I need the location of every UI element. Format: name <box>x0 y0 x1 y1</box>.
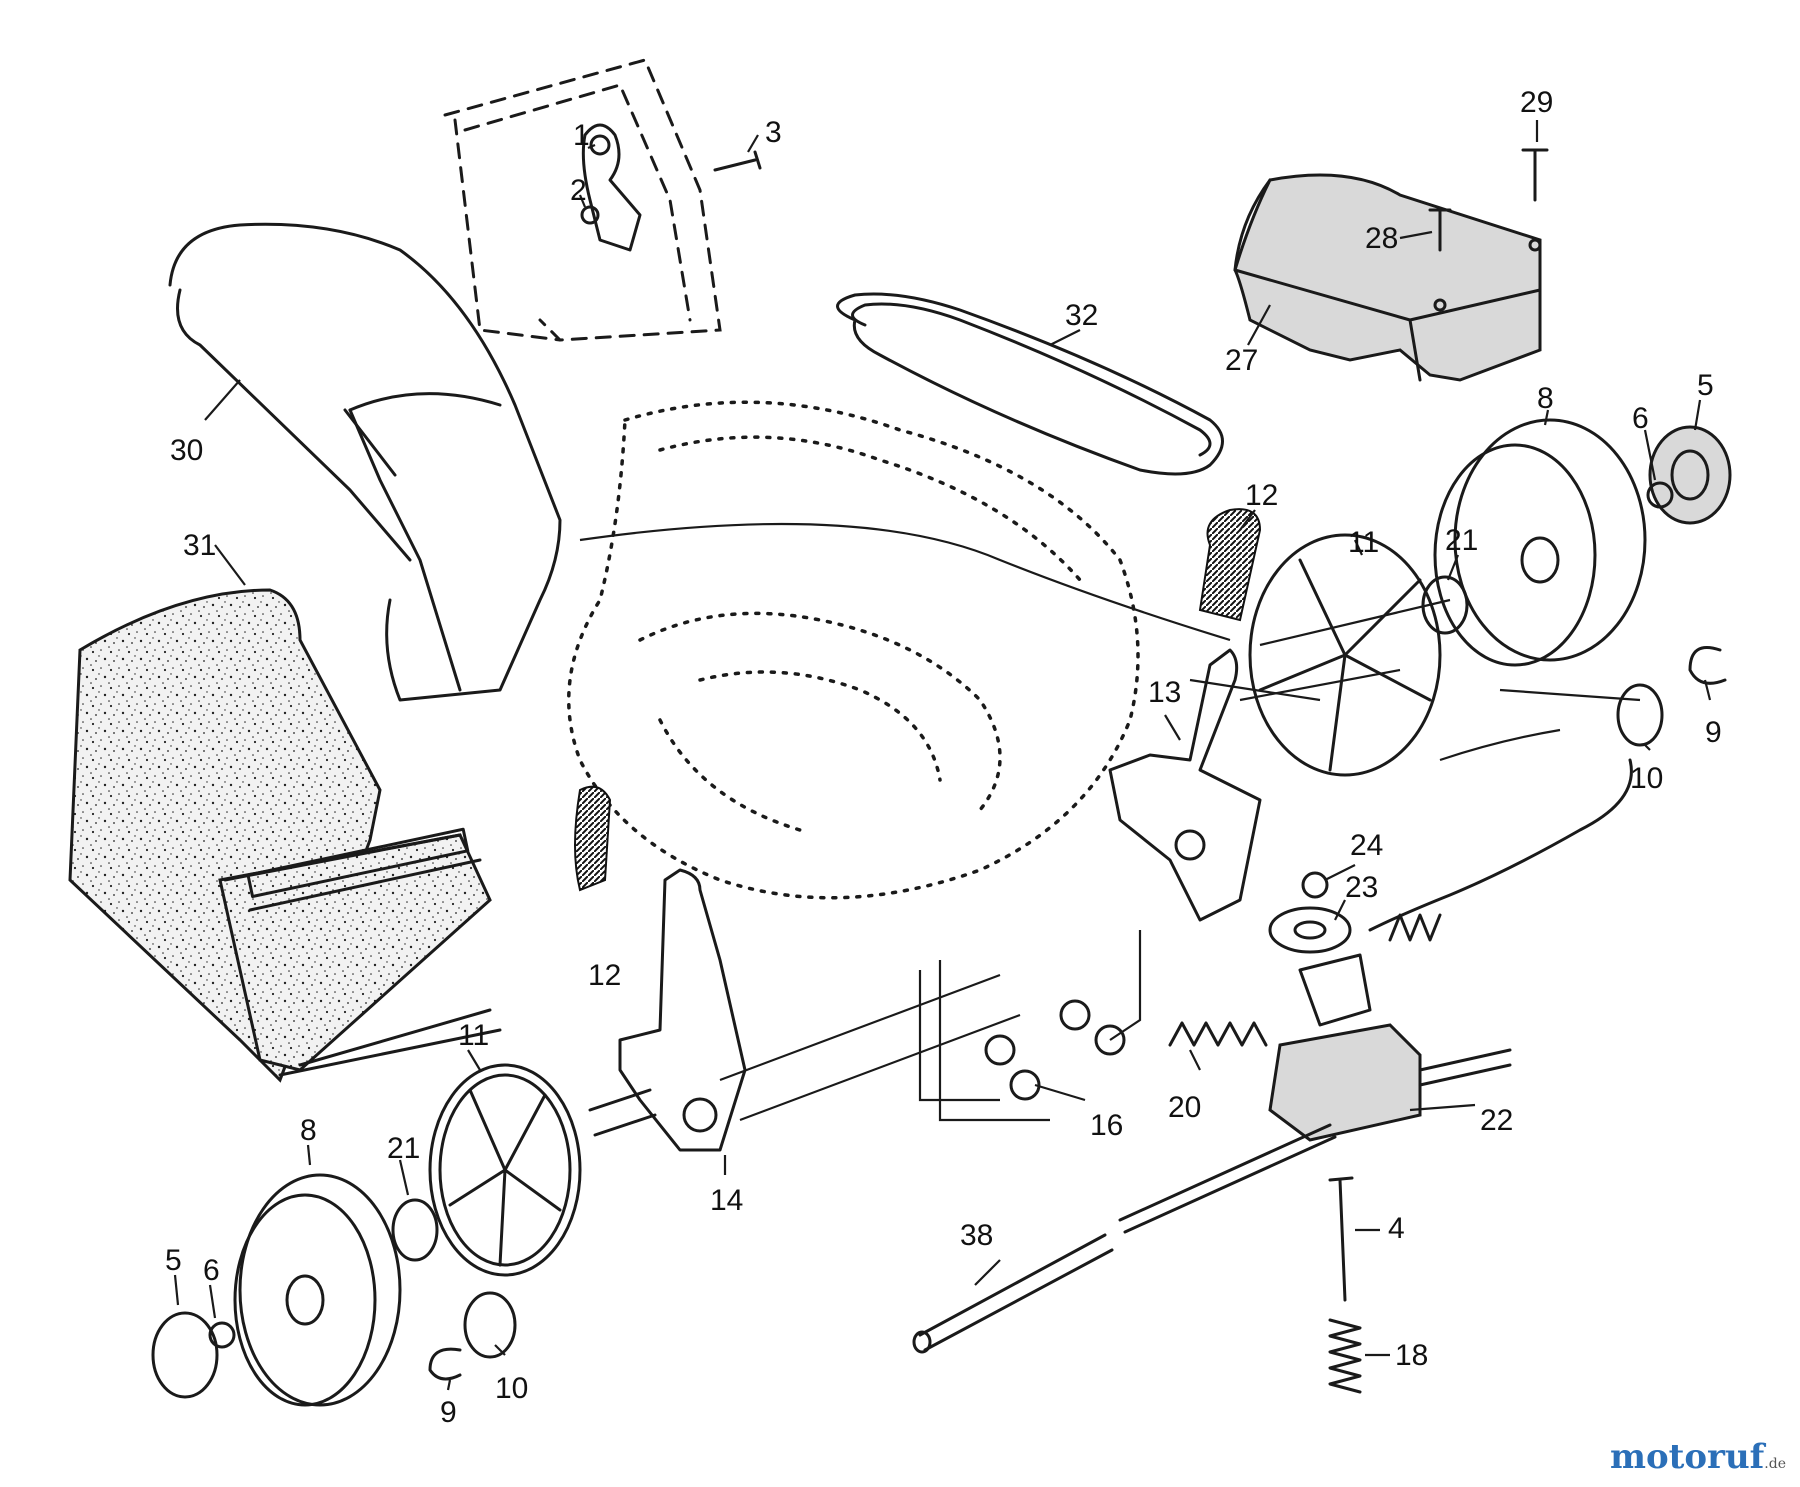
callout-32: 32 <box>1065 299 1098 332</box>
callout-27: 27 <box>1225 344 1258 377</box>
callout-12-left: 12 <box>588 959 621 992</box>
part-9-clip-right <box>1688 646 1727 685</box>
part-21-washer-left <box>391 1198 439 1262</box>
callout-8-right: 8 <box>1537 382 1554 415</box>
part-29-screw <box>1521 148 1549 252</box>
brand-watermark: motoruf.de <box>1610 1437 1786 1477</box>
part-27-belt-cover <box>1233 173 1542 382</box>
part-22-gearbox <box>1268 953 1512 1142</box>
callout-5-right: 5 <box>1697 369 1714 402</box>
part-31-grass-bag <box>68 588 502 1083</box>
part-12-pad-left <box>574 785 612 892</box>
part-23-pulley <box>1268 906 1352 954</box>
assembly-lines <box>579 522 1641 1122</box>
part-14-bracket-left <box>588 868 747 1152</box>
part-6-nut-right <box>1646 481 1674 509</box>
callout-2: 2 <box>570 174 587 207</box>
callout-1: 1 <box>573 119 590 152</box>
callout-31: 31 <box>183 529 216 562</box>
callout-24: 24 <box>1350 829 1383 862</box>
callout-9-right: 9 <box>1705 716 1722 749</box>
part-axle <box>1118 1123 1337 1234</box>
callout-23: 23 <box>1345 871 1378 904</box>
callout-4: 4 <box>1388 1212 1405 1245</box>
part-28-screw <box>1428 208 1452 312</box>
part-18-spring <box>1328 1318 1362 1394</box>
part-32-drive-belt <box>836 292 1224 476</box>
part-30-bag-frame <box>168 222 562 702</box>
part-10-pinion-right <box>1616 683 1664 747</box>
part-24-nut <box>1301 871 1329 899</box>
part-11-gear-right <box>1248 533 1442 777</box>
callout-18: 18 <box>1395 1339 1428 1372</box>
callout-8-left: 8 <box>300 1114 317 1147</box>
handle-outline <box>443 58 722 342</box>
callout-21-right: 21 <box>1445 524 1478 557</box>
callout-10-right: 10 <box>1630 762 1663 795</box>
part-9-clip-left <box>428 1347 462 1381</box>
callout-3: 3 <box>765 116 782 149</box>
cable-spring <box>1368 758 1633 942</box>
callout-30: 30 <box>170 434 203 467</box>
callout-6-left: 6 <box>203 1254 220 1287</box>
callout-29: 29 <box>1520 86 1553 119</box>
callout-6-right: 6 <box>1632 402 1649 435</box>
callout-10-left: 10 <box>495 1372 528 1405</box>
callout-9-left: 9 <box>440 1396 457 1429</box>
leader-lines <box>173 120 1712 1391</box>
part-5-hubcap-left <box>151 1311 219 1399</box>
mower-deck-outline <box>567 400 1140 900</box>
part-11-gear-left <box>428 1063 582 1277</box>
part-20-spring <box>1168 1021 1268 1047</box>
part-21-washer-right <box>1421 575 1469 635</box>
callout-14: 14 <box>710 1184 743 1217</box>
part-1-latch-lever <box>581 123 642 252</box>
brand-name: motoruf <box>1610 1437 1765 1477</box>
callout-labels: 1 2 3 29 28 27 32 30 31 5 6 8 12 11 21 1… <box>165 86 1722 1429</box>
callout-20: 20 <box>1168 1091 1201 1124</box>
callout-11-right: 11 <box>1348 526 1379 559</box>
part-3-bolt <box>713 150 762 172</box>
part-10-pinion-left <box>463 1291 517 1359</box>
callout-5-left: 5 <box>165 1244 182 1277</box>
callout-38: 38 <box>960 1219 993 1252</box>
part-16-nuts <box>984 999 1126 1101</box>
callout-16: 16 <box>1090 1109 1123 1142</box>
part-8-wheel-right <box>1433 418 1647 667</box>
part-6-nut-left <box>208 1321 236 1349</box>
callout-22: 22 <box>1480 1104 1513 1137</box>
part-8-wheel-left <box>233 1173 402 1407</box>
part-4-pin <box>1328 1176 1354 1302</box>
callout-11-left: 11 <box>458 1019 489 1052</box>
callout-12-right: 12 <box>1245 479 1278 512</box>
part-5-hubcap-right <box>1648 425 1732 525</box>
part-2-nut <box>580 205 600 225</box>
part-12-pad-right <box>1198 508 1262 622</box>
part-38-tube <box>912 1233 1114 1354</box>
callout-13: 13 <box>1148 676 1181 709</box>
brand-tld: .de <box>1764 1456 1786 1472</box>
callout-28: 28 <box>1365 222 1398 255</box>
callout-21-left: 21 <box>387 1132 420 1165</box>
part-13-bracket-right <box>1108 648 1262 922</box>
